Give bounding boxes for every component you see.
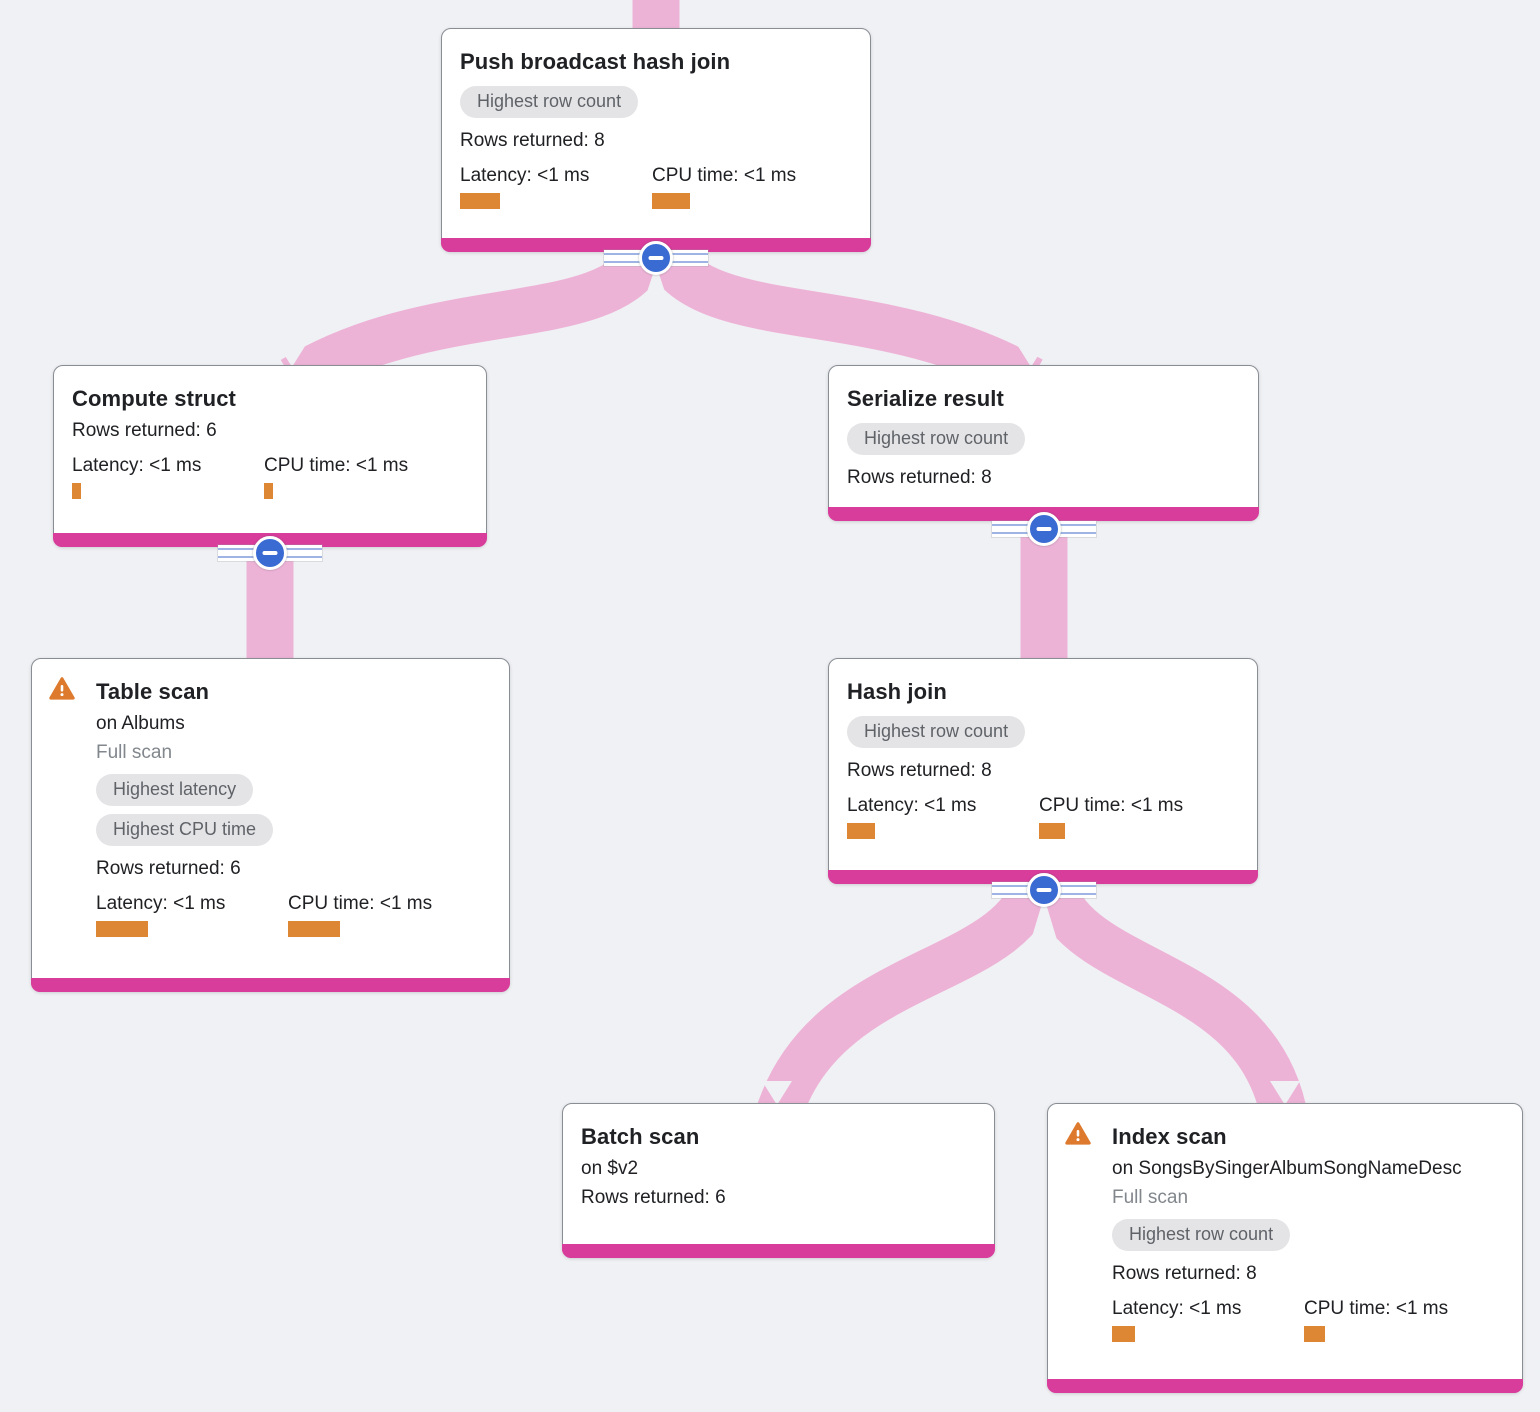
latency-label: Latency: <1 ms xyxy=(96,892,226,914)
latency-metric: Latency: <1 ms xyxy=(96,893,288,937)
scan-target: on $v2 xyxy=(581,1158,639,1179)
rows-returned: Rows returned: 8 xyxy=(460,129,605,151)
latency-label: Latency: <1 ms xyxy=(72,455,202,476)
collapse-button-hash-join[interactable] xyxy=(992,873,1096,907)
latency-label: Latency: <1 ms xyxy=(1112,1297,1242,1319)
ribbon-notch xyxy=(1270,1081,1300,1105)
rows-returned: Rows returned: 6 xyxy=(72,420,217,441)
node-title: Table scan xyxy=(96,679,210,704)
ribbon-fork-notch xyxy=(642,265,670,307)
cpu-time-label: CPU time: <1 ms xyxy=(1039,794,1184,816)
cpu-time-metric: CPU time: <1 ms xyxy=(264,455,468,499)
latency-label: Latency: <1 ms xyxy=(847,794,977,816)
latency-bar xyxy=(72,483,81,499)
cpu-time-bar xyxy=(264,483,273,499)
collapse-button-push-broadcast-hash-join[interactable] xyxy=(604,241,708,275)
rows-returned: Rows returned: 6 xyxy=(96,857,241,879)
cpu-time-metric: CPU time: <1 ms xyxy=(288,893,491,937)
minus-icon xyxy=(1027,873,1061,907)
edge-hash-join-to-index-scan xyxy=(1027,873,1309,1125)
badge-highest-row-count: Highest row count xyxy=(847,423,1026,455)
badge-highest-row-count: Highest row count xyxy=(847,716,1026,748)
minus-icon xyxy=(1027,512,1061,546)
edge-hash-join-to-batch-scan xyxy=(754,873,1059,1128)
cpu-time-bar xyxy=(1039,822,1065,839)
cpu-time-label: CPU time: <1 ms xyxy=(264,455,409,476)
cpu-time-label: CPU time: <1 ms xyxy=(652,164,797,186)
latency-metric: Latency: <1 ms xyxy=(1112,1298,1304,1342)
scan-target: on SongsBySingerAlbumSongNameDesc xyxy=(1112,1158,1462,1179)
scan-type: Full scan xyxy=(1112,1187,1189,1208)
rows-returned: Rows returned: 8 xyxy=(847,466,992,488)
latency-bar xyxy=(1112,1325,1135,1342)
latency-bar xyxy=(847,822,875,839)
latency-metric: Latency: <1 ms xyxy=(72,455,264,499)
cpu-time-label: CPU time: <1 ms xyxy=(288,892,433,914)
cpu-time-bar xyxy=(1304,1325,1325,1342)
ribbon-fork-notch xyxy=(1031,897,1057,940)
plan-node-hash-join[interactable]: Hash join Highest row count Rows returne… xyxy=(828,658,1258,884)
plan-node-batch-scan[interactable]: Batch scan on $v2 Rows returned: 6 xyxy=(562,1103,995,1258)
row-count-accent-bar xyxy=(1047,1379,1523,1393)
minus-icon xyxy=(253,536,287,570)
row-count-accent-bar xyxy=(562,1244,995,1258)
cpu-time-bar xyxy=(652,192,690,209)
row-count-accent-bar xyxy=(31,978,510,992)
edge-root-to-compute-struct xyxy=(280,238,670,401)
latency-bar xyxy=(460,192,500,209)
cpu-time-bar xyxy=(288,920,340,937)
node-title: Batch scan xyxy=(581,1124,700,1149)
scan-target: on Albums xyxy=(96,713,185,734)
collapse-button-compute-struct[interactable] xyxy=(218,536,322,570)
plan-node-index-scan[interactable]: Index scan on SongsBySingerAlbumSongName… xyxy=(1047,1103,1523,1393)
rows-returned: Rows returned: 8 xyxy=(847,759,992,781)
plan-node-compute-struct[interactable]: Compute struct Rows returned: 6 Latency:… xyxy=(53,365,487,547)
cpu-time-metric: CPU time: <1 ms xyxy=(652,165,852,209)
latency-bar xyxy=(96,920,148,937)
ribbon-notch xyxy=(762,1081,792,1105)
cpu-time-metric: CPU time: <1 ms xyxy=(1304,1298,1504,1342)
plan-node-table-scan[interactable]: Table scan on Albums Full scan Highest l… xyxy=(31,658,510,992)
minus-icon xyxy=(639,241,673,275)
badge-highest-cpu-time: Highest CPU time xyxy=(96,813,274,846)
rows-returned: Rows returned: 6 xyxy=(581,1187,726,1208)
node-title: Compute struct xyxy=(72,386,236,411)
ribbon-notch xyxy=(277,343,307,367)
warning-icon xyxy=(1065,1122,1091,1145)
latency-metric: Latency: <1 ms xyxy=(460,165,652,209)
badge-highest-latency: Highest latency xyxy=(96,774,254,806)
ribbon-notch xyxy=(1016,343,1046,367)
badge-highest-row-count: Highest row count xyxy=(460,86,639,118)
scan-type: Full scan xyxy=(96,742,173,763)
cpu-time-label: CPU time: <1 ms xyxy=(1304,1297,1449,1319)
rows-returned: Rows returned: 8 xyxy=(1112,1262,1257,1284)
badge-highest-row-count: Highest row count xyxy=(1112,1219,1291,1251)
node-title: Index scan xyxy=(1112,1124,1227,1149)
collapse-button-serialize-result[interactable] xyxy=(992,512,1096,546)
node-title: Push broadcast hash join xyxy=(460,49,731,74)
node-title: Serialize result xyxy=(847,386,1004,411)
plan-node-push-broadcast-hash-join[interactable]: Push broadcast hash join Highest row cou… xyxy=(441,28,871,252)
edge-root-to-serialize-result xyxy=(642,238,1043,401)
warning-icon xyxy=(49,677,75,700)
latency-metric: Latency: <1 ms xyxy=(847,795,1039,839)
plan-node-serialize-result[interactable]: Serialize result Highest row count Rows … xyxy=(828,365,1259,521)
cpu-time-metric: CPU time: <1 ms xyxy=(1039,795,1239,839)
latency-label: Latency: <1 ms xyxy=(460,164,590,186)
node-title: Hash join xyxy=(847,679,947,704)
